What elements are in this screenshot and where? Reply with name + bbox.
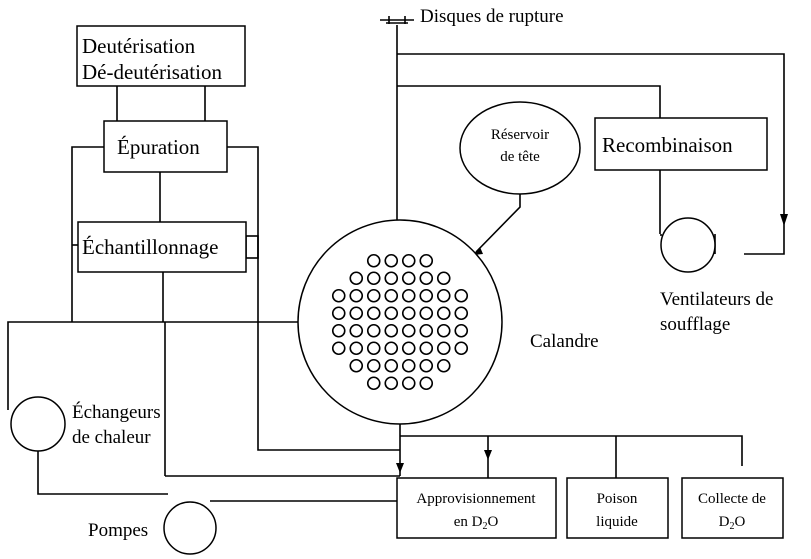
- epuration-box: Épuration: [103, 120, 228, 173]
- calandria-tube: [419, 376, 434, 391]
- calandria-tube: [366, 323, 381, 338]
- recombinaison-label: Recombinaison: [602, 133, 733, 157]
- calandria-tube: [331, 341, 346, 356]
- calandria-tube: [349, 341, 364, 356]
- calandria-tube: [419, 341, 434, 356]
- calandria-tube: [436, 358, 451, 373]
- deuterisation-label: Deutérisation: [82, 34, 196, 58]
- rupture-disk-icon: [380, 16, 414, 24]
- calandria-tube: [331, 323, 346, 338]
- calandria-tube: [331, 288, 346, 303]
- calandria-tube: [384, 323, 399, 338]
- calandria-tube: [454, 341, 469, 356]
- calandria-tube: [401, 306, 416, 321]
- disques-label: Disques de rupture: [420, 6, 564, 27]
- calandria-tube: [349, 323, 364, 338]
- poison-label-2: liquide: [596, 514, 638, 530]
- ventilateurs-label-1: Ventilateurs de: [660, 289, 773, 310]
- calandria-tubes: [331, 253, 469, 391]
- blower-fan-icon: [660, 217, 716, 273]
- calandria-tube: [401, 288, 416, 303]
- calandria-tube: [366, 271, 381, 286]
- calandria-tube: [384, 376, 399, 391]
- calandria-tube: [366, 288, 381, 303]
- calandria-tube: [366, 376, 381, 391]
- calandria-tube: [419, 323, 434, 338]
- calandria-tube: [419, 306, 434, 321]
- approv-label-2: en D2O: [454, 514, 499, 532]
- calandria-tube: [384, 288, 399, 303]
- calandria-tube: [366, 358, 381, 373]
- poison-box: Poison liquide: [566, 477, 669, 539]
- calandria-tube: [419, 288, 434, 303]
- reservoir-label-1: Réservoir: [491, 127, 549, 143]
- calandria-tube: [349, 288, 364, 303]
- echantillonnage-box: Échantillonnage: [77, 221, 247, 273]
- calandre-label: Calandre: [530, 331, 599, 352]
- calandria-tube: [401, 253, 416, 268]
- calandria-tube: [436, 323, 451, 338]
- calandria-tube: [384, 271, 399, 286]
- calandria-tube: [436, 288, 451, 303]
- calandria-tube: [436, 306, 451, 321]
- collecte-box: Collecte de D2O: [681, 477, 784, 539]
- pompes-label: Pompes: [88, 520, 148, 541]
- poison-label-1: Poison: [597, 491, 638, 507]
- approvisionnement-box: Approvisionnement en D2O: [396, 477, 557, 539]
- calandria-tube: [349, 306, 364, 321]
- calandria-tube: [366, 253, 381, 268]
- calandria-tube: [454, 288, 469, 303]
- calandria-tube: [401, 358, 416, 373]
- epuration-label: Épuration: [117, 135, 200, 159]
- calandria-tube: [384, 253, 399, 268]
- echantillonnage-label: Échantillonnage: [82, 235, 218, 259]
- heat-exchanger-icon: [10, 396, 66, 452]
- calandria-tube: [331, 306, 346, 321]
- collecte-label-2: D2O: [719, 514, 746, 532]
- calandria-tube: [454, 323, 469, 338]
- calandria-tube: [366, 306, 381, 321]
- deuterisation-box: Deutérisation Dé-deutérisation: [76, 25, 246, 87]
- calandria-tube: [349, 271, 364, 286]
- calandria-tube: [349, 358, 364, 373]
- calandria-tube: [454, 306, 469, 321]
- calandria-tube: [401, 376, 416, 391]
- calandria-tube: [401, 271, 416, 286]
- calandria-tube: [436, 271, 451, 286]
- calandria-tube: [419, 358, 434, 373]
- dedeuterisation-label: Dé-deutérisation: [82, 60, 222, 84]
- calandria-tube: [366, 341, 381, 356]
- calandria-vessel: [297, 219, 503, 425]
- calandria-tube: [384, 358, 399, 373]
- calandria-tube: [384, 306, 399, 321]
- reservoir-tank: Réservoir de tête: [459, 101, 581, 195]
- approv-label-1: Approvisionnement: [416, 491, 536, 507]
- echangeurs-label-1: Échangeurs: [72, 401, 161, 423]
- collecte-label-1: Collecte de: [698, 491, 766, 507]
- reservoir-label-2: de tête: [500, 149, 540, 165]
- calandria-tube: [384, 341, 399, 356]
- calandria-tube: [401, 323, 416, 338]
- echangeurs-label-2: de chaleur: [72, 427, 151, 448]
- pump-icon: [163, 501, 217, 555]
- recombinaison-box: Recombinaison: [594, 117, 768, 171]
- ventilateurs-label-2: soufflage: [660, 314, 730, 335]
- calandria-tube: [419, 271, 434, 286]
- calandria-tube: [436, 341, 451, 356]
- calandria-tube: [419, 253, 434, 268]
- calandria-tube: [401, 341, 416, 356]
